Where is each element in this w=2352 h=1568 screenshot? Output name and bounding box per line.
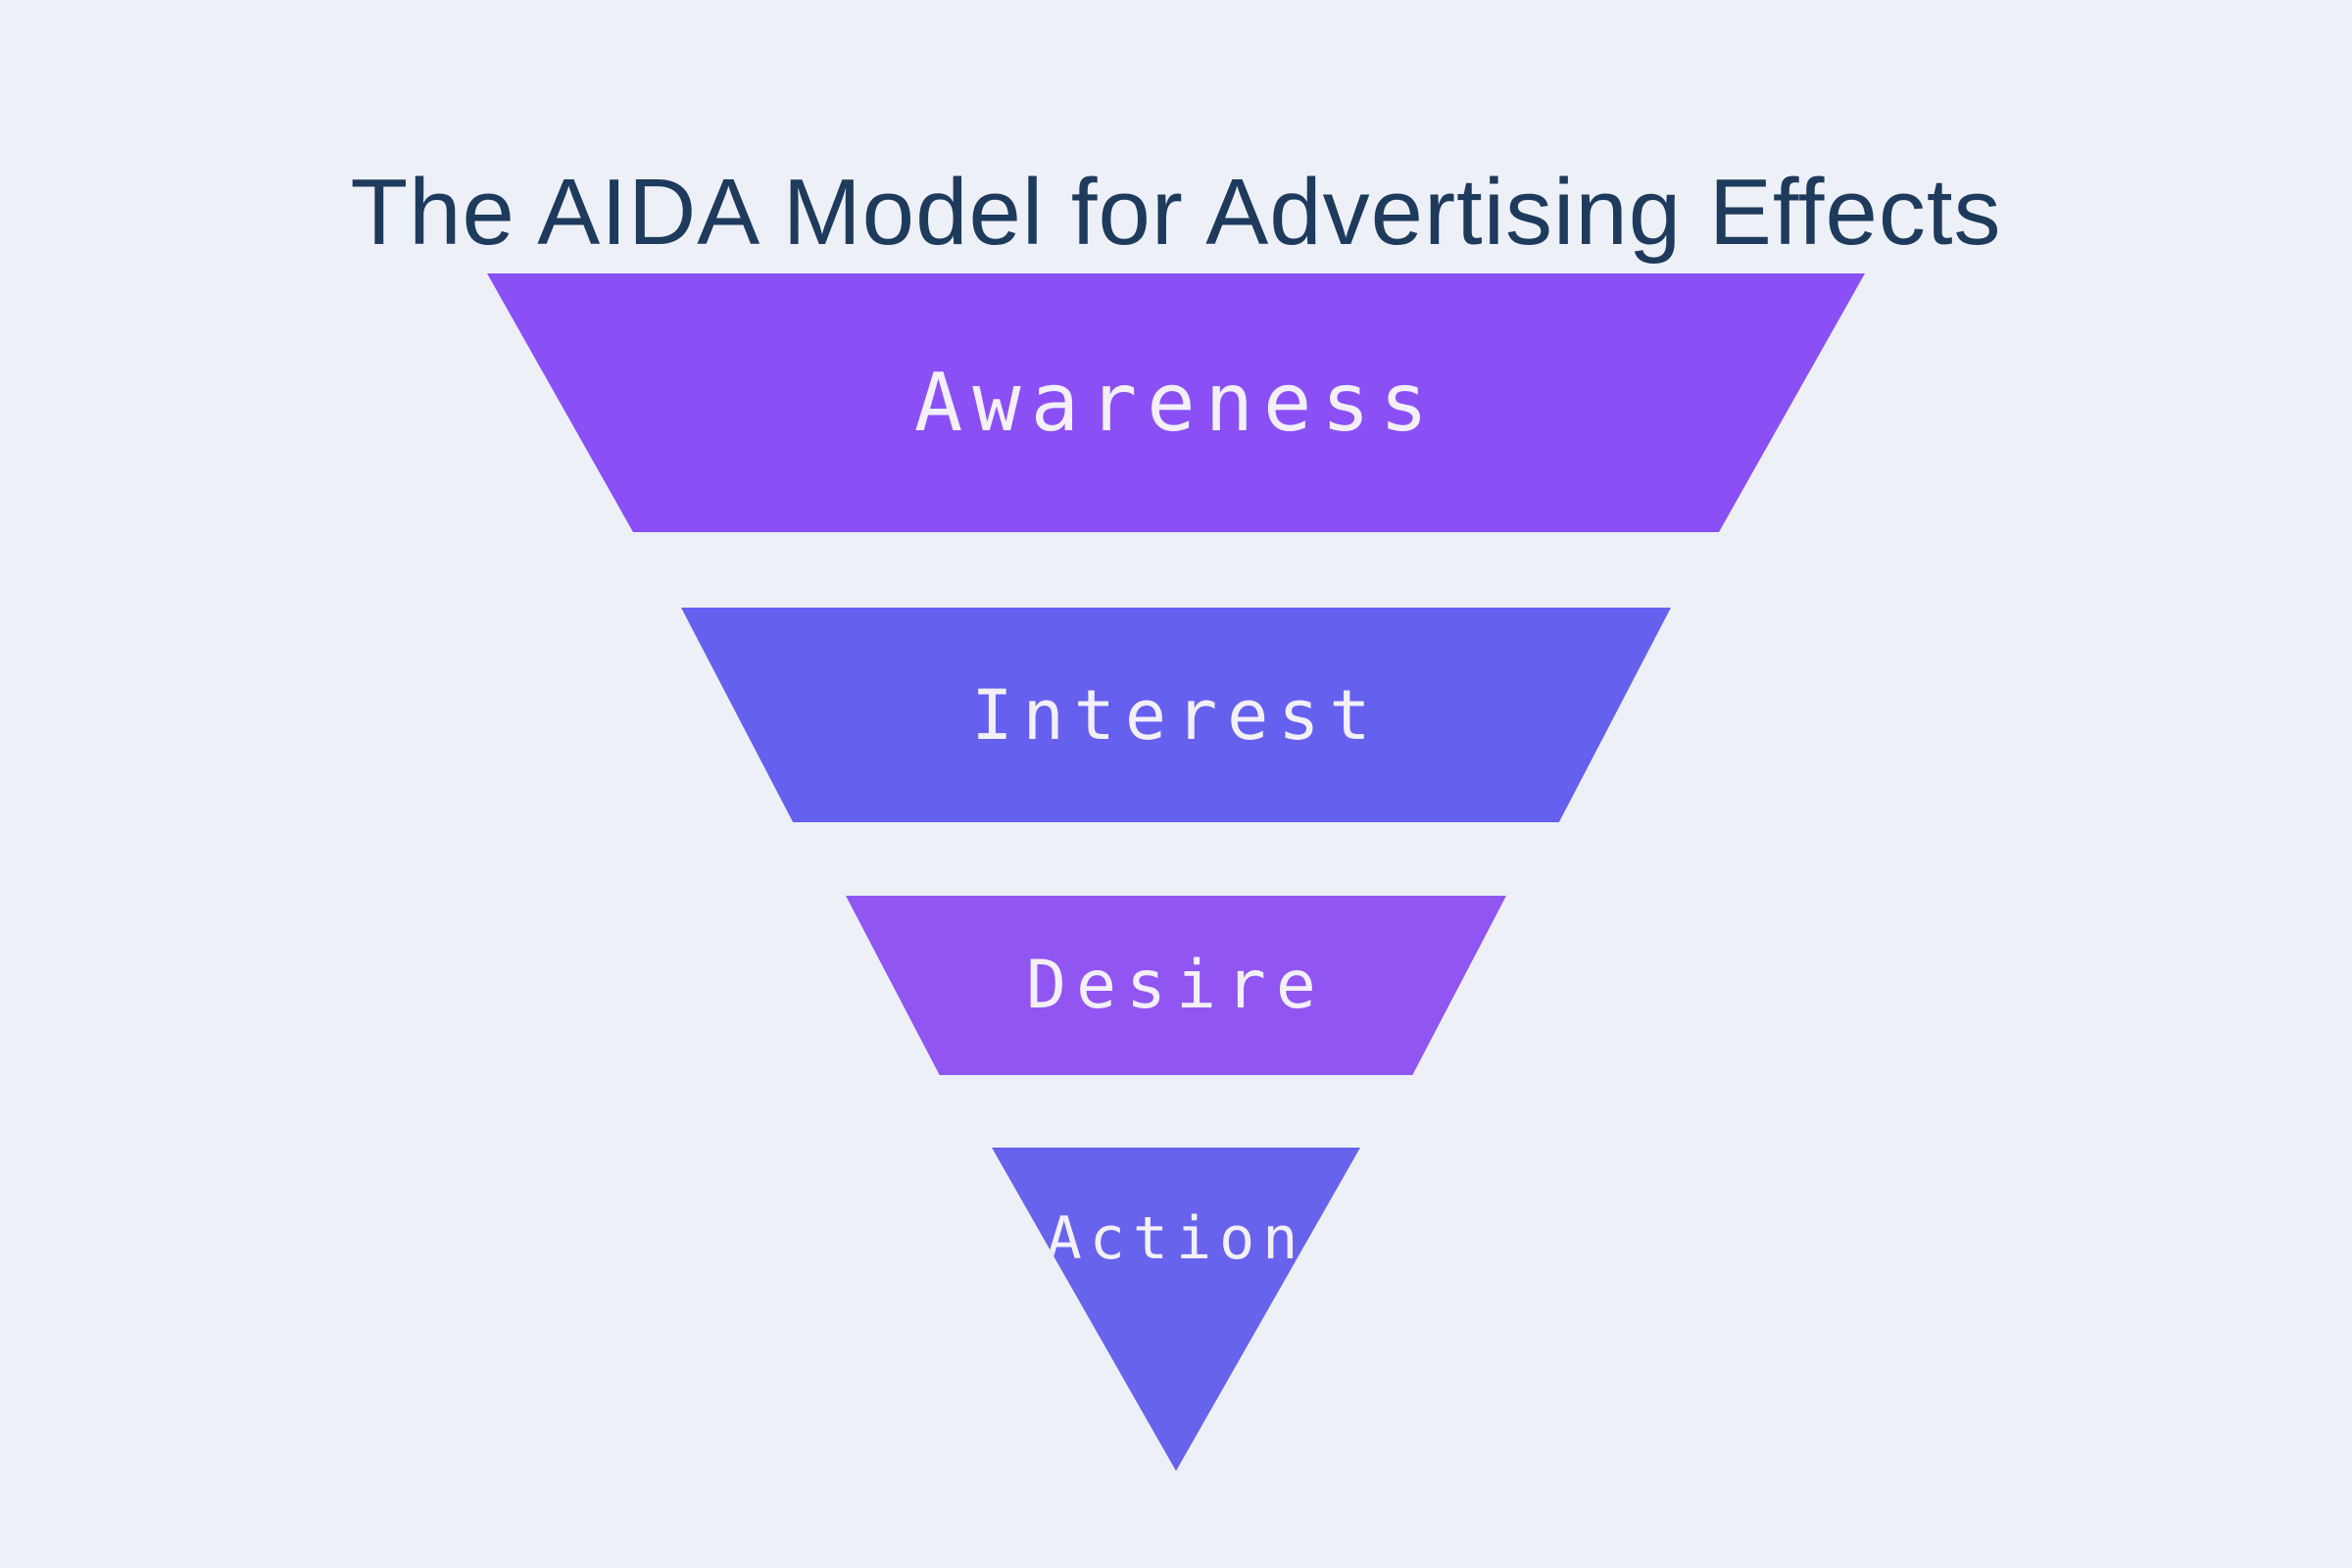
stage-label-awareness: Awareness: [913, 356, 1439, 450]
funnel-stage-action: Action: [992, 1148, 1360, 1471]
funnel-stage-interest: Interest: [681, 608, 1671, 822]
stage-label-desire: Desire: [1026, 947, 1326, 1024]
stage-label-action: Action: [1046, 1204, 1306, 1273]
funnel-stage-awareness: Awareness: [487, 273, 1865, 532]
stage-label-interest: Interest: [971, 674, 1381, 756]
funnel-stage-desire: Desire: [846, 896, 1506, 1075]
page-title: The AIDA Model for Advertising Effects: [350, 160, 2002, 266]
